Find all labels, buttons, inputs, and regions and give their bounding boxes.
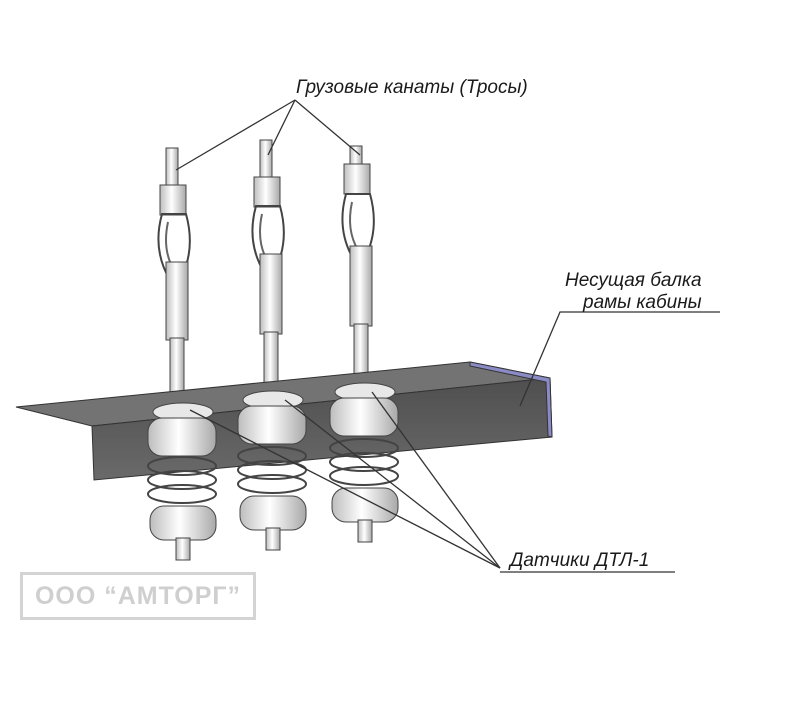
label-sensors: Датчики ДТЛ-1: [510, 550, 650, 571]
sensor-2: [237, 390, 307, 551]
label-ropes: Грузовые канаты (Тросы): [296, 77, 528, 98]
rope-assemblies: [157, 139, 375, 401]
leader-rope-3: [294, 99, 361, 156]
watermark: ООО “АМТОРГ”: [20, 572, 256, 620]
leader-sensor-2: [284, 399, 501, 569]
sensor-1: [147, 402, 217, 561]
leader-sensor-3: [371, 391, 501, 569]
leader-sensor-1: [189, 409, 501, 569]
leader-rope-1: [175, 99, 296, 171]
leader-beam: [519, 311, 720, 407]
sensor-3: [329, 382, 399, 543]
rope-3: [341, 145, 375, 381]
rope-2: [251, 139, 285, 385]
leader-rope-2: [267, 99, 296, 156]
rope-1: [157, 147, 191, 401]
label-beam-line2: рамы кабины: [583, 292, 702, 313]
sensors: [147, 382, 399, 561]
beam-edge: [469, 361, 553, 438]
label-beam-line1: Несущая балка: [565, 270, 702, 291]
leader-lines: [175, 99, 720, 573]
